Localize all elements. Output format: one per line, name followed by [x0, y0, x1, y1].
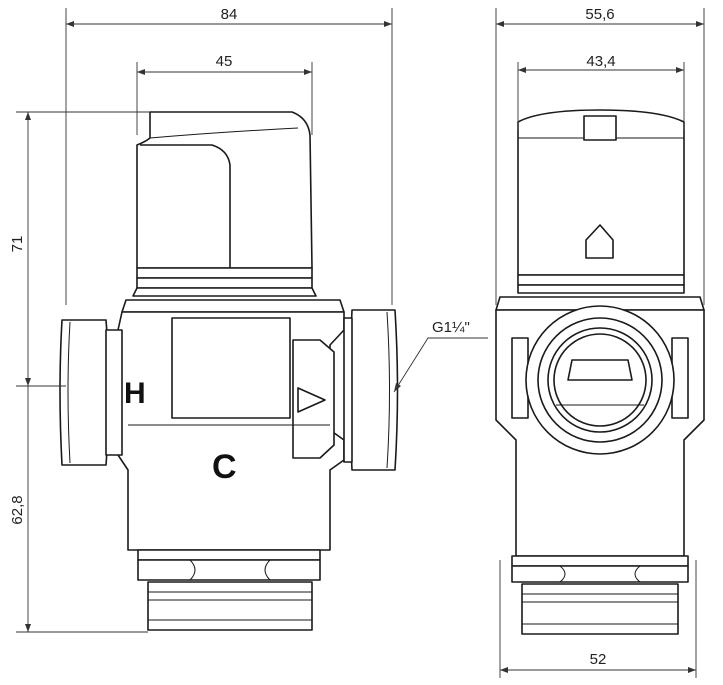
front-left-port [59, 319, 110, 466]
side-cap-clip [583, 115, 617, 141]
front-cap-ring-2 [136, 277, 313, 289]
front-right-port [349, 309, 399, 471]
dim-side-width-base: 52 [590, 651, 607, 668]
hot-letter: H [124, 377, 146, 410]
front-cap [136, 111, 313, 269]
front-cap-grip [140, 144, 231, 290]
side-nut [511, 565, 689, 583]
front-view: H C [59, 111, 399, 631]
home-icon [585, 224, 614, 259]
dim-front-height-bottom: 62,8 [9, 495, 26, 524]
flow-arrow-icon [297, 387, 326, 413]
front-window [171, 317, 291, 419]
dim-side-width-cap: 43,4 [586, 53, 615, 70]
thread-label: G1¼" [432, 319, 470, 336]
dim-front-height-top: 71 [9, 236, 26, 253]
dimension-lines [16, 8, 705, 678]
front-nut [137, 559, 321, 581]
front-cap-ring-1 [136, 267, 313, 279]
front-bottom-connector [147, 581, 313, 631]
cold-letter: C [212, 448, 237, 486]
front-collar [121, 299, 345, 313]
side-bottom-connector [521, 583, 679, 635]
dim-front-width-total: 84 [221, 6, 238, 23]
front-nut-top [137, 549, 321, 561]
side-view [495, 109, 705, 635]
dim-side-width-total: 55,6 [585, 6, 614, 23]
dimension-labels: 84 45 71 62,8 55,6 43,4 52 G1¼" [9, 6, 616, 668]
side-port-insert [567, 359, 633, 381]
side-cap [517, 109, 685, 276]
dim-front-width-cap: 45 [216, 53, 233, 70]
